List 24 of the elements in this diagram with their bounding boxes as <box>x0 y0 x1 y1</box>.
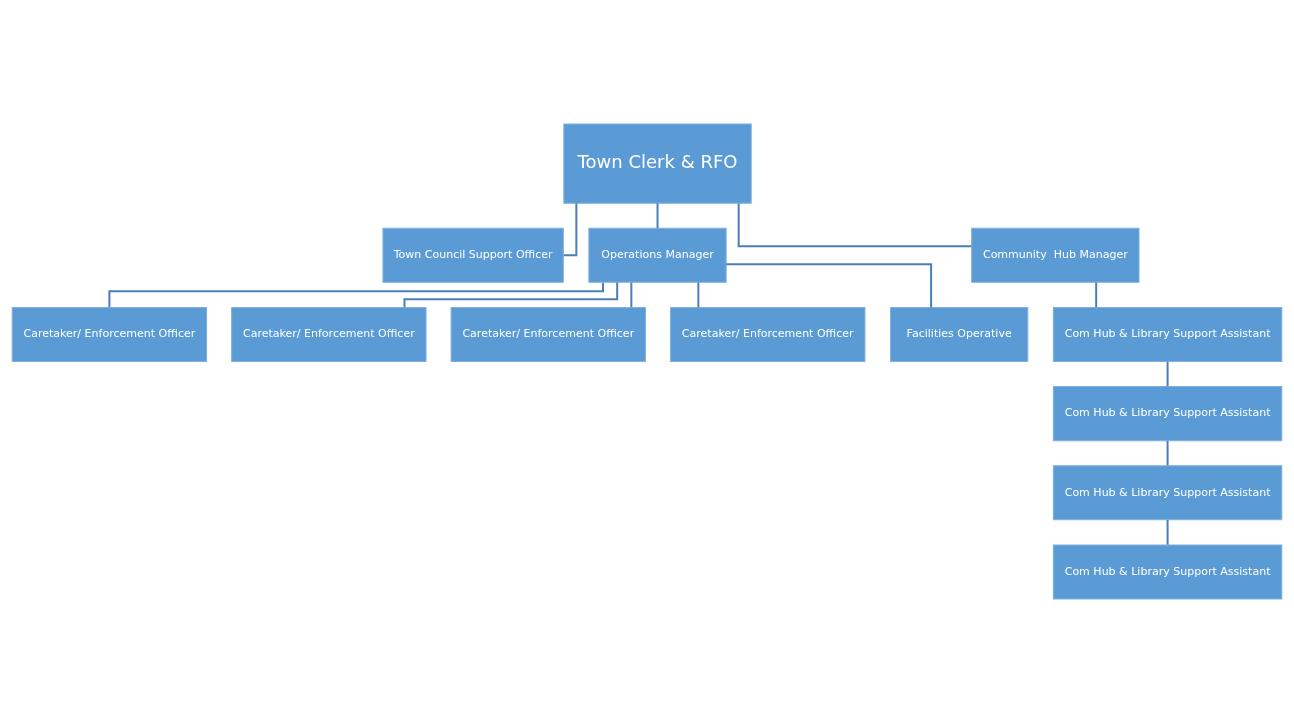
node-box: Caretaker/ Enforcement Officer <box>11 306 208 362</box>
connector <box>1166 518 1169 546</box>
connector <box>697 281 700 308</box>
node-box: Facilities Operative <box>890 306 1029 362</box>
node-box: Com Hub & Library Support Assistant <box>1052 464 1283 520</box>
connector <box>403 280 619 308</box>
node-box: Caretaker/ Enforcement Officer <box>670 306 866 362</box>
connector <box>1166 439 1169 466</box>
connector <box>630 281 633 308</box>
node-box: Com Hub & Library Support Assistant <box>1052 306 1283 362</box>
connector <box>1166 360 1169 387</box>
node-box: Town Clerk & RFO <box>563 123 752 204</box>
node-box: Com Hub & Library Support Assistant <box>1052 543 1283 599</box>
connector <box>725 262 933 308</box>
node-box: Operations Manager <box>588 227 727 283</box>
node-box: Caretaker/ Enforcement Officer <box>450 306 646 362</box>
node-box: Com Hub & Library Support Assistant <box>1052 385 1283 441</box>
connector <box>737 201 973 247</box>
node-box: Caretaker/ Enforcement Officer <box>231 306 427 362</box>
node-box: Town Council Support Officer <box>382 227 564 283</box>
connector <box>562 201 578 256</box>
connector <box>1095 281 1098 308</box>
node-box: Community Hub Manager <box>971 227 1140 283</box>
connector <box>656 201 659 229</box>
